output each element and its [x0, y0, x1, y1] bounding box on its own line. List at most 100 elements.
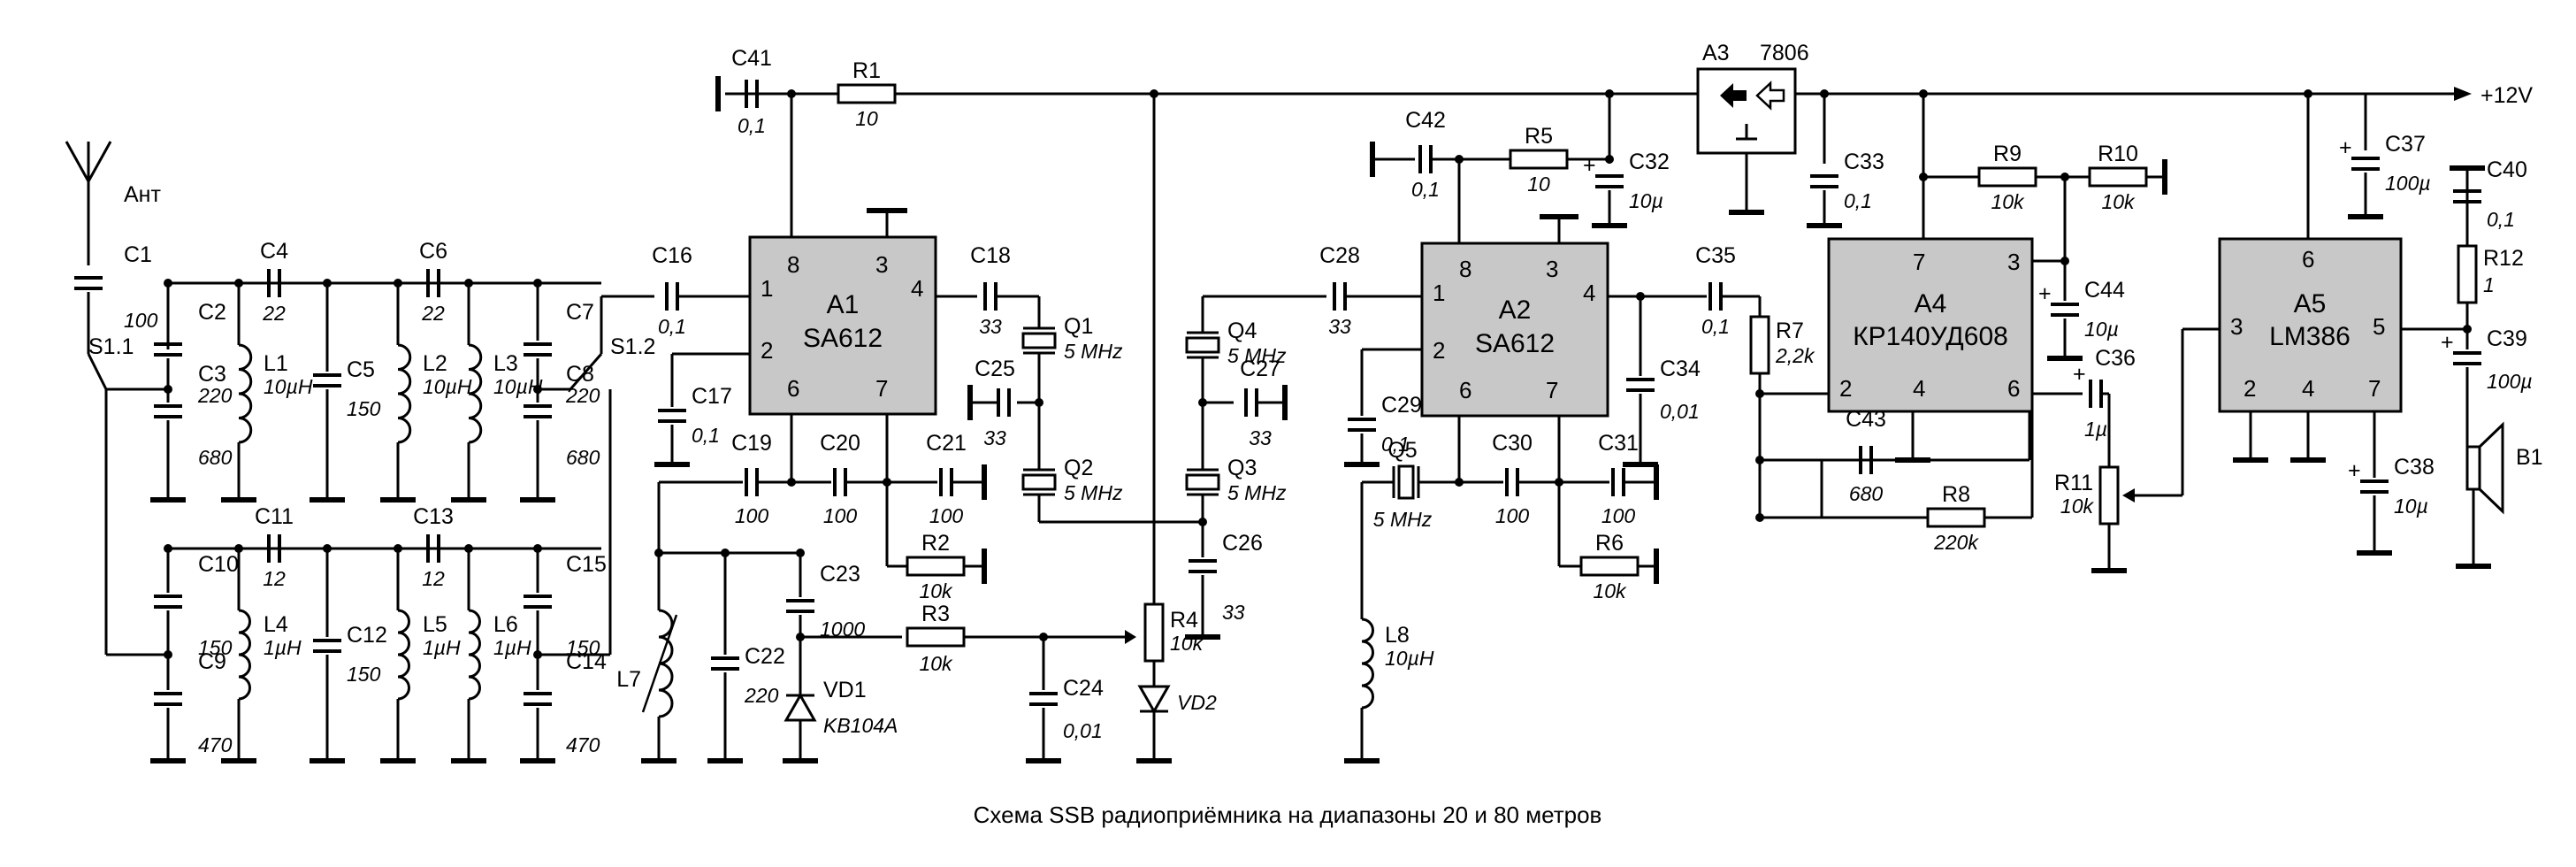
capacitor-c2 — [154, 342, 182, 357]
ref-q5: Q5 — [1387, 438, 1417, 463]
value-c16: 0,1 — [658, 315, 686, 338]
capacitor-c32: + — [1583, 153, 1624, 188]
ref-c16: C16 — [652, 243, 692, 268]
chip-a5-type: LM386 — [2269, 322, 2351, 351]
value-c44: 10µ — [2084, 318, 2119, 341]
ref-r5: R5 — [1525, 124, 1553, 149]
ref-c6: C6 — [419, 239, 447, 264]
ref-l4: L4 — [264, 612, 288, 637]
chip-a2-ref: A2 — [1499, 295, 1532, 325]
chip-a2-pin: 3 — [1546, 256, 1558, 282]
capacitor-c31 — [1611, 468, 1625, 496]
capacitor-c13 — [426, 534, 440, 563]
ref-c3: C3 — [198, 362, 226, 387]
ref-c13: C13 — [413, 504, 454, 529]
capacitor-c24 — [1029, 692, 1058, 706]
ref-r1: R1 — [852, 58, 881, 83]
chip-a4-ref: A4 — [1915, 289, 1947, 318]
capacitor-c14 — [524, 692, 552, 706]
value-q3: 5 MHz — [1227, 481, 1287, 504]
antenna-label: Ант — [124, 182, 161, 207]
chip-a4: A4 КР140УД608 7 3 2 4 6 — [1827, 237, 2034, 413]
value-c37: 100µ — [2385, 172, 2431, 195]
chip-a1-pin: 1 — [761, 275, 773, 302]
value-c43: 680 — [1849, 482, 1884, 505]
value-c19: 100 — [735, 504, 769, 527]
value-q1: 5 MHz — [1064, 340, 1123, 363]
chip-a2-pin: 8 — [1459, 256, 1471, 282]
labels: C410,1R110C3210µC330,1R910kR1010kC4410µC… — [124, 46, 2543, 756]
ref-c14: C14 — [566, 649, 607, 674]
value-c21: 100 — [929, 504, 964, 527]
value-c33: 0,1 — [1844, 189, 1872, 212]
value-c40: 0,1 — [2487, 208, 2515, 231]
chip-a2-pin: 2 — [1433, 337, 1445, 364]
ref-c19: C19 — [731, 431, 772, 456]
chip-a2-type: SA612 — [1475, 329, 1555, 358]
crystal-q5 — [1392, 464, 1420, 500]
value-r6: 10k — [1593, 579, 1627, 602]
value-c11: 12 — [263, 567, 286, 590]
chip-a1-pin: 6 — [787, 375, 799, 402]
crystal-q4 — [1185, 331, 1220, 359]
capacitor-c43 — [1859, 446, 1873, 474]
chip-a4-pin: 3 — [2007, 249, 2020, 275]
value-c1: 100 — [124, 309, 158, 332]
ref-c18: C18 — [970, 243, 1011, 268]
resistor-r1 — [837, 83, 897, 104]
regulator-ref: A3 — [1702, 41, 1730, 65]
value-l8: 10µH — [1385, 647, 1434, 670]
resistor-r3 — [906, 626, 966, 648]
capacitor-c37: + — [2339, 135, 2380, 171]
value-c26: 33 — [1222, 601, 1245, 624]
ref-c9: C9 — [198, 649, 226, 674]
value-c17: 0,1 — [692, 424, 720, 447]
ref-b1: B1 — [2516, 445, 2543, 470]
chip-a5-pin: 6 — [2302, 246, 2314, 272]
ref-c32: C32 — [1629, 150, 1670, 174]
chip-a4-pin: 2 — [1839, 375, 1852, 402]
value-q2: 5 MHz — [1064, 481, 1123, 504]
switch-s1-2: S1.2 — [610, 334, 655, 359]
value-c18: 33 — [979, 315, 1002, 338]
value-l3: 10µH — [493, 375, 543, 398]
ref-l8: L8 — [1385, 623, 1410, 648]
schematic-caption: Схема SSB радиоприёмника на диапазоны 20… — [974, 802, 1602, 828]
ref-l7: L7 — [616, 667, 641, 692]
chip-a2: A2 SA612 8 3 1 4 2 6 7 — [1420, 242, 1609, 418]
ref-r12: R12 — [2483, 246, 2524, 271]
value-c42: 0,1 — [1411, 178, 1440, 201]
chip-a2-pin: 6 — [1459, 377, 1471, 403]
chip-a5-pin: 2 — [2243, 375, 2256, 402]
chip-a4-pin: 4 — [1913, 375, 1925, 402]
value-c24: 0,01 — [1063, 719, 1103, 742]
resistor-r7 — [1749, 315, 1770, 375]
chip-a1: A1 SA612 8 3 1 4 2 6 7 — [748, 235, 937, 416]
capacitor-c38: + — [2348, 458, 2389, 494]
svg-text:+: + — [1583, 153, 1596, 178]
value-r7: 2,2k — [1775, 344, 1815, 367]
ref-c5: C5 — [347, 357, 375, 382]
ref-c27: C27 — [1240, 357, 1280, 381]
ref-l1: L1 — [264, 351, 288, 376]
wires — [87, 76, 2491, 763]
value-c5: 150 — [347, 397, 381, 420]
value-c9: 470 — [198, 733, 233, 756]
chip-a5-pin: 7 — [2368, 375, 2381, 402]
supply-arrow-icon: +12V — [2454, 83, 2533, 108]
ref-c17: C17 — [692, 384, 732, 409]
ref-c29: C29 — [1381, 393, 1422, 418]
chip-a4-type: КР140УД608 — [1853, 322, 2008, 351]
ref-r10: R10 — [2098, 142, 2138, 166]
value-r9: 10k — [1991, 190, 2025, 213]
chip-a5-pin: 4 — [2302, 375, 2314, 402]
value-r3: 10k — [919, 652, 953, 675]
ref-c10: C10 — [198, 552, 239, 577]
diode-vd2 — [1137, 685, 1171, 715]
inductor-l8 — [1361, 618, 1374, 710]
chip-a5: A5 LM386 6 3 5 2 4 7 — [2218, 237, 2403, 413]
ref-l6: L6 — [493, 612, 518, 637]
ref-c35: C35 — [1695, 243, 1736, 268]
ref-q4: Q4 — [1227, 318, 1257, 343]
